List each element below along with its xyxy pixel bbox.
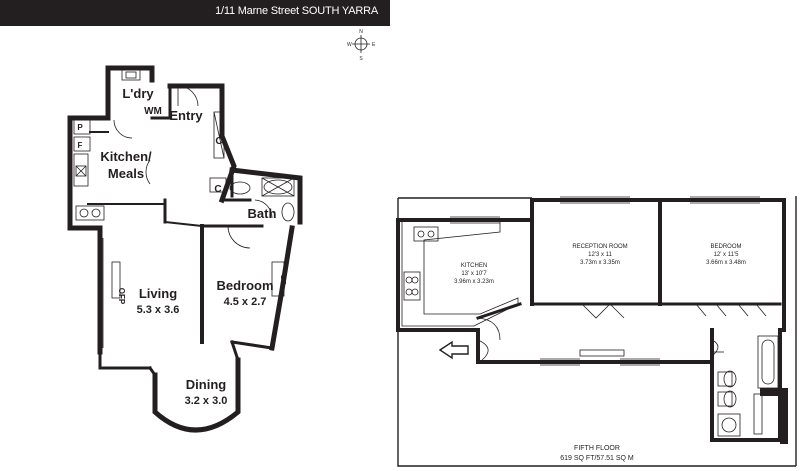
- bedroom-name: BEDROOM: [710, 244, 741, 250]
- fridge-label: F: [78, 141, 83, 150]
- bedroom-dimensions: 4.5 x 2.7: [224, 296, 267, 308]
- kitchen-imperial: 13' x 10'7: [461, 271, 487, 277]
- windows-right: [450, 196, 760, 366]
- reception-name: RECEPTION ROOM: [572, 244, 627, 250]
- reception-imperial: 12'3 x 11: [588, 252, 612, 258]
- walls-right: [396, 198, 788, 444]
- address-banner: 1/11 Marne Street SOUTH YARRA: [0, 0, 390, 26]
- bedroom-label: Bedroom: [216, 278, 273, 293]
- compass-e: E: [372, 42, 376, 48]
- fixtures: [73, 69, 295, 299]
- bedroom-metric: 3.66m x 3.48m: [706, 260, 746, 266]
- area-label: 619 SQ FT/57.51 SQ M: [560, 455, 634, 462]
- floor-plan-left: 1/11 Marne Street SOUTH YARRA N E S W: [0, 0, 390, 471]
- walls: [67, 65, 303, 433]
- ofp-label: OFP: [117, 288, 126, 305]
- windows: [97, 238, 237, 431]
- robe-label: BR: [279, 275, 286, 285]
- reception-metric: 3.73m x 3.35m: [580, 260, 620, 266]
- cupboard-upper-label: C: [215, 136, 222, 147]
- bathroom-fixtures: [717, 335, 779, 437]
- bath-label: Bath: [248, 206, 277, 221]
- living-label: Living: [139, 286, 177, 301]
- entry-label: Entry: [169, 108, 203, 123]
- floor-plan-right: KITCHEN 13' x 10'7 3.96m x 3.23m RECEPTI…: [390, 0, 800, 471]
- kitchen-label-line1: Kitchen/: [100, 149, 152, 164]
- floor-label: FIFTH FLOOR: [574, 445, 620, 452]
- kitchen-fixtures: [401, 222, 519, 327]
- compass-s: S: [359, 56, 363, 62]
- pantry-label: P: [77, 123, 83, 132]
- compass-icon: N E S W: [347, 29, 376, 62]
- bedroom-imperial: 12' x 11'5: [714, 252, 740, 258]
- doors-right: [477, 303, 767, 361]
- dining-label: Dining: [186, 377, 226, 392]
- laundry-label: L'dry: [122, 86, 154, 101]
- kitchen-metric: 3.96m x 3.23m: [454, 279, 494, 285]
- compass-n: N: [359, 29, 363, 35]
- compass-w: W: [347, 42, 352, 48]
- doors: [113, 85, 273, 249]
- entry-arrow-icon: [438, 340, 469, 360]
- address-text: 1/11 Marne Street SOUTH YARRA: [215, 5, 378, 17]
- dining-dimensions: 3.2 x 3.0: [185, 395, 228, 407]
- kitchen-label-line2: Meals: [108, 166, 144, 181]
- living-dimensions: 5.3 x 3.6: [137, 304, 180, 316]
- washing-machine-label: WM: [144, 106, 162, 117]
- cupboard-lower-label: C: [214, 184, 221, 195]
- kitchen-name: KITCHEN: [461, 263, 487, 269]
